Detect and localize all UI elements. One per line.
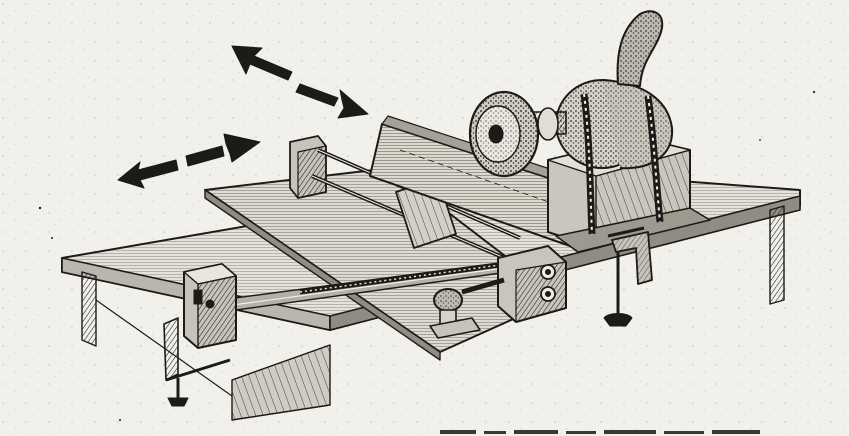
caption-bleed [440, 430, 760, 434]
end-clamp-block [163, 263, 237, 407]
tool-carriage [289, 115, 591, 339]
engraving-specks [38, 90, 816, 421]
bench-grinder [468, 10, 711, 253]
double-headed-arrow-icon [117, 133, 261, 189]
sliding-platform [204, 167, 561, 361]
table-clamp [603, 226, 653, 327]
double-headed-arrow-icon [231, 45, 369, 119]
